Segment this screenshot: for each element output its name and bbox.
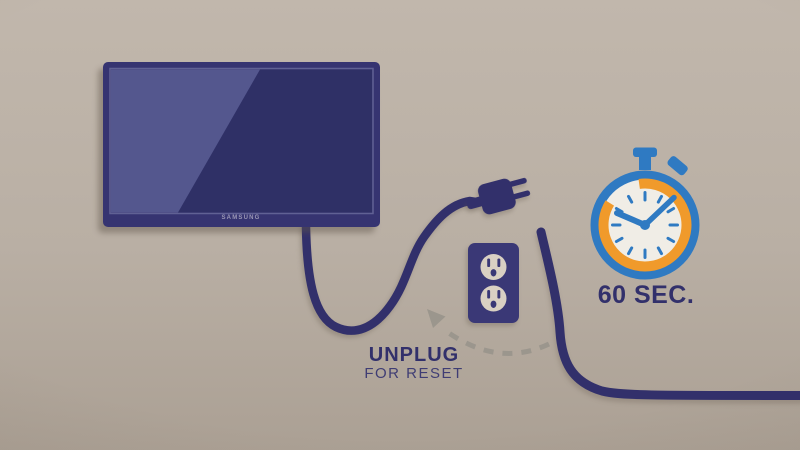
stopwatch-crown-cap [633,147,657,157]
stopwatch-outer-ring [590,170,700,280]
tv-brand-label: SAMSUNG [221,215,261,221]
arrowhead [427,309,446,328]
stopwatch-side-button [667,156,688,176]
power-cord-left [301,196,481,335]
stopwatch-crown-stem [639,154,651,170]
power-plug-icon [466,177,531,215]
instruction-title: UNPLUG [368,344,460,366]
stopwatch-hands [614,194,677,228]
stopwatch-progress-arc [598,178,692,272]
tv-inner-bezel-line [109,67,374,215]
stopwatch-icon [590,147,700,280]
timer-duration-label: 60 SEC. [597,281,695,309]
power-outlet-icon [468,243,519,323]
outlet-socket-bottom [480,285,507,312]
tv-icon [103,62,380,227]
tv-screen-reflection [111,69,260,213]
outlet-socket-top [480,254,507,280]
stopwatch-center-pin [640,220,650,230]
stopwatch-ticks [611,191,679,259]
dashed-arrow-icon [427,309,551,356]
power-cord-right [536,227,800,400]
instruction-subtitle: FOR RESET [364,365,464,382]
